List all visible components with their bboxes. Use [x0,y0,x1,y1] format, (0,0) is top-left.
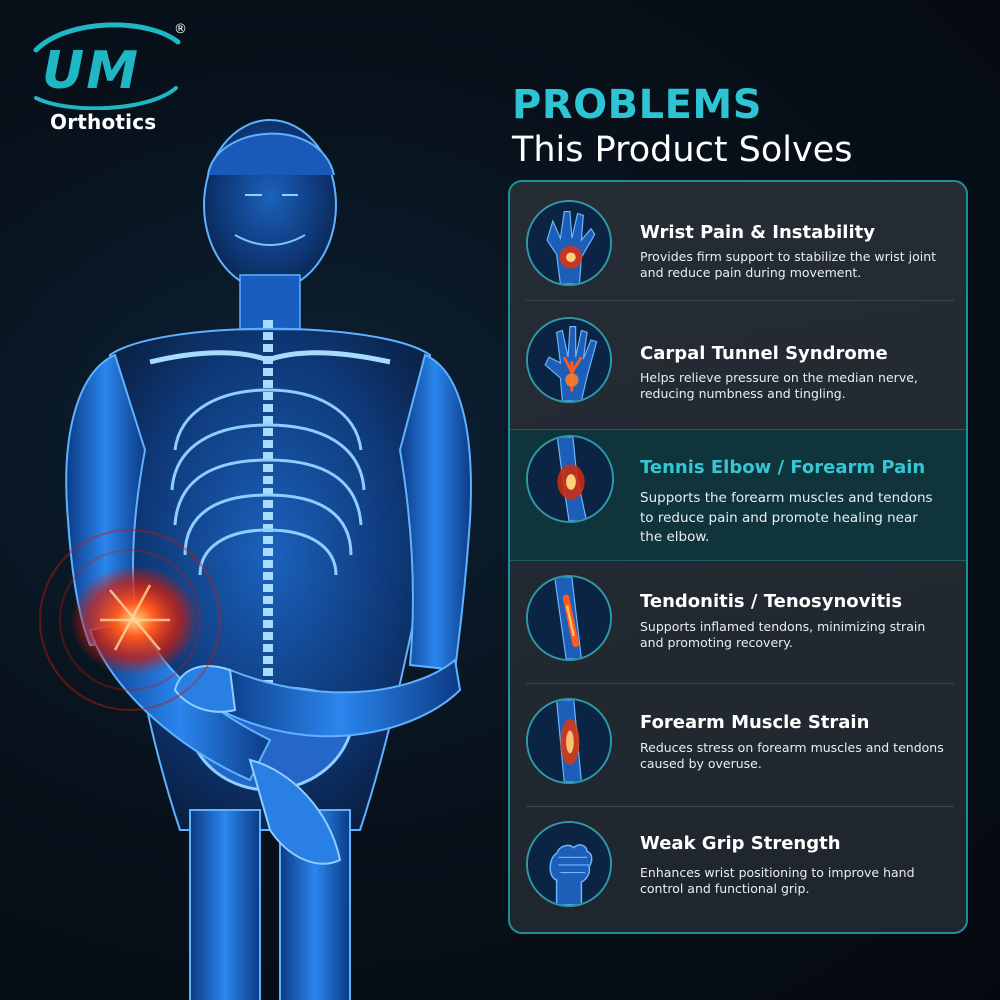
problem-description: Reduces stress on forearm muscles and te… [640,740,944,771]
brand-logo: UM ® Orthotics [28,20,198,145]
logo-text: UM [42,41,140,101]
hand-icon [526,317,612,403]
wrist-icon [526,200,612,286]
fist-icon [526,821,612,907]
problem-description: Enhances wrist positioning to improve ha… [640,865,915,896]
problem-title: Forearm Muscle Strain [640,712,870,733]
problem-title: Weak Grip Strength [640,833,841,854]
problem-row-wrist: Wrist Pain & Instability Provides firm s… [510,182,966,300]
divider [526,806,954,807]
right-arm [173,353,472,738]
problem-description: Helps relieve pressure on the median ner… [640,370,918,401]
anatomy-figure [0,70,500,1000]
heading-subtitle: This Product Solves [512,130,853,170]
problems-panel: Wrist Pain & Instability Provides firm s… [508,180,968,934]
forearm-icon [526,698,612,784]
divider [526,300,954,301]
problem-description: Supports the forearm muscles and tendons… [640,490,933,545]
problem-description: Supports inflamed tendons, minimizing st… [640,619,926,650]
problem-row-carpal-tunnel: Carpal Tunnel Syndrome Helps relieve pre… [510,301,966,429]
head [203,119,337,291]
elbow-pain-highlight [39,529,221,711]
logo-mark-icon: UM [33,22,181,110]
registered-mark: ® [174,22,187,37]
tendon-icon [526,575,612,661]
problem-title: Wrist Pain & Instability [640,222,875,243]
divider [526,683,954,684]
heading-problems: PROBLEMS [512,82,763,128]
problem-title: Tendonitis / Tenosynovitis [640,591,903,612]
problem-title: Tennis Elbow / Forearm Pain [640,457,926,478]
problem-row-tennis-elbow: Tennis Elbow / Forearm Pain Supports the… [510,429,966,561]
problem-row-tendonitis: Tendonitis / Tenosynovitis Supports infl… [510,561,966,683]
problem-row-grip-strength: Weak Grip Strength Enhances wrist positi… [510,807,966,932]
elbow-icon [526,435,614,523]
problem-description: Provides firm support to stabilize the w… [640,249,937,280]
problem-row-forearm-strain: Forearm Muscle Strain Reduces stress on … [510,684,966,806]
logo-subtitle: Orthotics [50,110,157,134]
problem-title: Carpal Tunnel Syndrome [640,343,888,364]
